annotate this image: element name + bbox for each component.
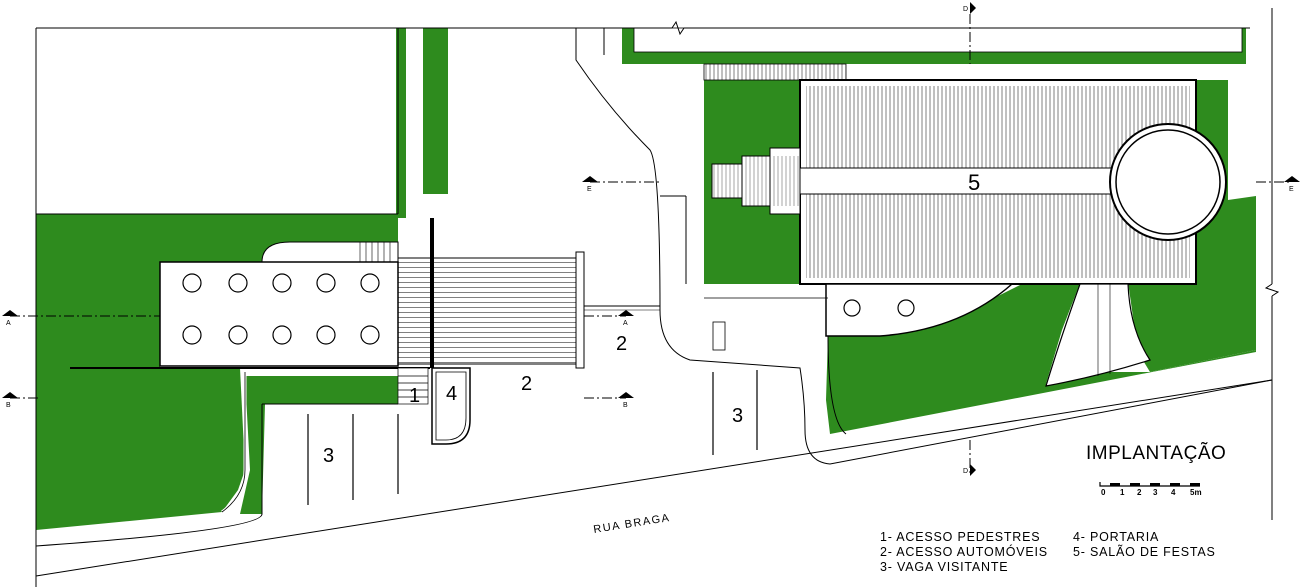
salao-building <box>703 63 1227 387</box>
scale-tick-4: 4 <box>1171 488 1176 497</box>
scale-bar: 0 1 2 3 4 5m <box>1099 482 1202 497</box>
zone-label-1: 1 <box>409 385 420 407</box>
site-boundaries <box>35 8 1280 587</box>
pillars <box>182 273 380 345</box>
street-name: RUA BRAGA <box>593 512 672 536</box>
lawn-lower-right-strip <box>240 376 398 514</box>
section-label-b-left: B <box>6 402 11 409</box>
section-label-a-left: A <box>6 320 11 327</box>
lawn-vertical-strip <box>423 28 448 194</box>
section-label-d-top: D <box>963 6 968 13</box>
section-label-b-right: B <box>623 402 628 409</box>
section-label-a-right: A <box>623 320 628 327</box>
portaria-building <box>431 367 471 445</box>
section-label-e-right: E <box>1289 186 1294 193</box>
scale-tick-5m: 5m <box>1190 488 1202 497</box>
lawn-vertical-strip-2 <box>396 28 406 218</box>
scale-tick-3: 3 <box>1153 488 1158 497</box>
zone-label-5: 5 <box>968 170 980 195</box>
zone-label-3-right: 3 <box>732 405 743 427</box>
pedestrian-stairs <box>397 367 429 405</box>
lawn-left-lower <box>36 368 245 530</box>
legend-item-4: 4- PORTARIA <box>1073 530 1159 544</box>
section-markers <box>2 2 1300 476</box>
section-label-d-bottom: D <box>963 468 968 475</box>
scale-tick-0: 0 <box>1101 488 1106 497</box>
legend: 1- ACESSO PEDESTRES 2- ACESSO AUTOMÓVEIS… <box>880 530 1216 574</box>
zone-label-2-right: 2 <box>616 333 627 355</box>
scale-tick-1: 1 <box>1120 488 1125 497</box>
scale-tick-2: 2 <box>1137 488 1142 497</box>
lawn-areas <box>36 28 1256 530</box>
drawing-title: IMPLANTAÇÃO <box>1086 442 1226 464</box>
section-lines <box>10 14 1292 476</box>
zone-label-4: 4 <box>446 383 457 405</box>
lawn-building-right <box>1128 80 1256 372</box>
legend-item-3: 3- VAGA VISITANTE <box>880 560 1008 574</box>
lawn-bottom-right <box>826 283 1256 434</box>
legend-item-1: 1- ACESSO PEDESTRES <box>880 530 1040 544</box>
covered-walkway <box>261 241 660 369</box>
legend-item-2: 2- ACESSO AUTOMÓVEIS <box>880 544 1048 559</box>
zone-label-2-left: 2 <box>521 373 532 395</box>
zone-label-3-left: 3 <box>323 445 334 467</box>
section-label-e-left: E <box>587 186 592 193</box>
legend-item-5: 5- SALÃO DE FESTAS <box>1073 545 1216 559</box>
parking-stalls <box>307 370 758 505</box>
